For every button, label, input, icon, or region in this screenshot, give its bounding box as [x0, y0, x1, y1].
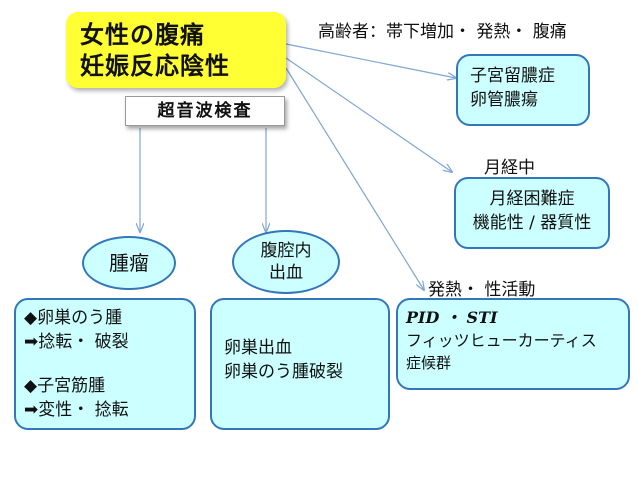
pid-line1: PID ・ STI [406, 308, 498, 327]
tumor-ellipse: 腫瘤 [82, 236, 176, 290]
title-box: 女性の腹痛 妊娠反応陰性 [66, 12, 286, 88]
menstrual-label: 月経中 [484, 158, 535, 178]
dysmenorrhea-line2: 機能性 / 器質性 [472, 213, 592, 233]
pyometra-line1: 子宮留膿症 [470, 66, 555, 86]
diamond-bullet-icon: ◆ [24, 308, 38, 328]
tumor-item2: 子宮筋腫 [37, 376, 106, 396]
tumor-item1: 卵巣のう腫 [37, 308, 123, 328]
diamond-bullet-icon: ◆ [24, 376, 38, 396]
bleeding-ellipse-line2: 出血 [269, 263, 303, 283]
pid-box: PID ・ STI フィッツヒューカーティス 症候群 [396, 298, 630, 390]
bleeding-ellipse-line1: 腹腔内 [260, 241, 312, 261]
arrow-to-pid [285, 67, 424, 290]
ultrasound-exam-box: 超音波検査 [125, 96, 285, 126]
pyometra-line2: 卵管膿瘍 [470, 90, 538, 110]
bleeding-detail-line2: 卵巣のう腫破裂 [224, 362, 343, 382]
right-arrow-icon: ➡ [24, 332, 39, 352]
arrow-to-pyometra [285, 43, 456, 78]
bleeding-detail-box: 卵巣出血 卵巣のう腫破裂 [210, 298, 390, 430]
pid-line2: フィッツヒューカーティス [406, 331, 597, 350]
pid-line3: 症候群 [406, 354, 452, 372]
dysmenorrhea-line1: 月経困難症 [489, 189, 575, 209]
arrow-to-dysmenorrhea [285, 57, 452, 172]
right-arrow-icon: ➡ [24, 400, 39, 420]
tumor-item1-sub: 捻転・ 破裂 [38, 332, 129, 352]
pyometra-box: 子宮留膿症 卵管膿瘍 [456, 54, 590, 126]
title-line1: 女性の腹痛 [80, 21, 205, 49]
tumor-item2-sub: 変性・ 捻転 [38, 400, 129, 420]
title-line2: 妊娠反応陰性 [80, 52, 230, 80]
bleeding-ellipse: 腹腔内 出血 [232, 230, 340, 294]
dysmenorrhea-box: 月経困難症 機能性 / 器質性 [454, 177, 610, 249]
fever-sexual-label: 発熱・ 性活動 [428, 280, 536, 300]
tumor-detail-box: ◆卵巣のう腫 ➡捻転・ 破裂 ◆子宮筋腫 ➡変性・ 捻転 [14, 298, 196, 430]
bleeding-detail-line1: 卵巣出血 [224, 338, 292, 358]
elderly-label: 高齢者：帯下増加・ 発熱・ 腹痛 [318, 22, 567, 42]
